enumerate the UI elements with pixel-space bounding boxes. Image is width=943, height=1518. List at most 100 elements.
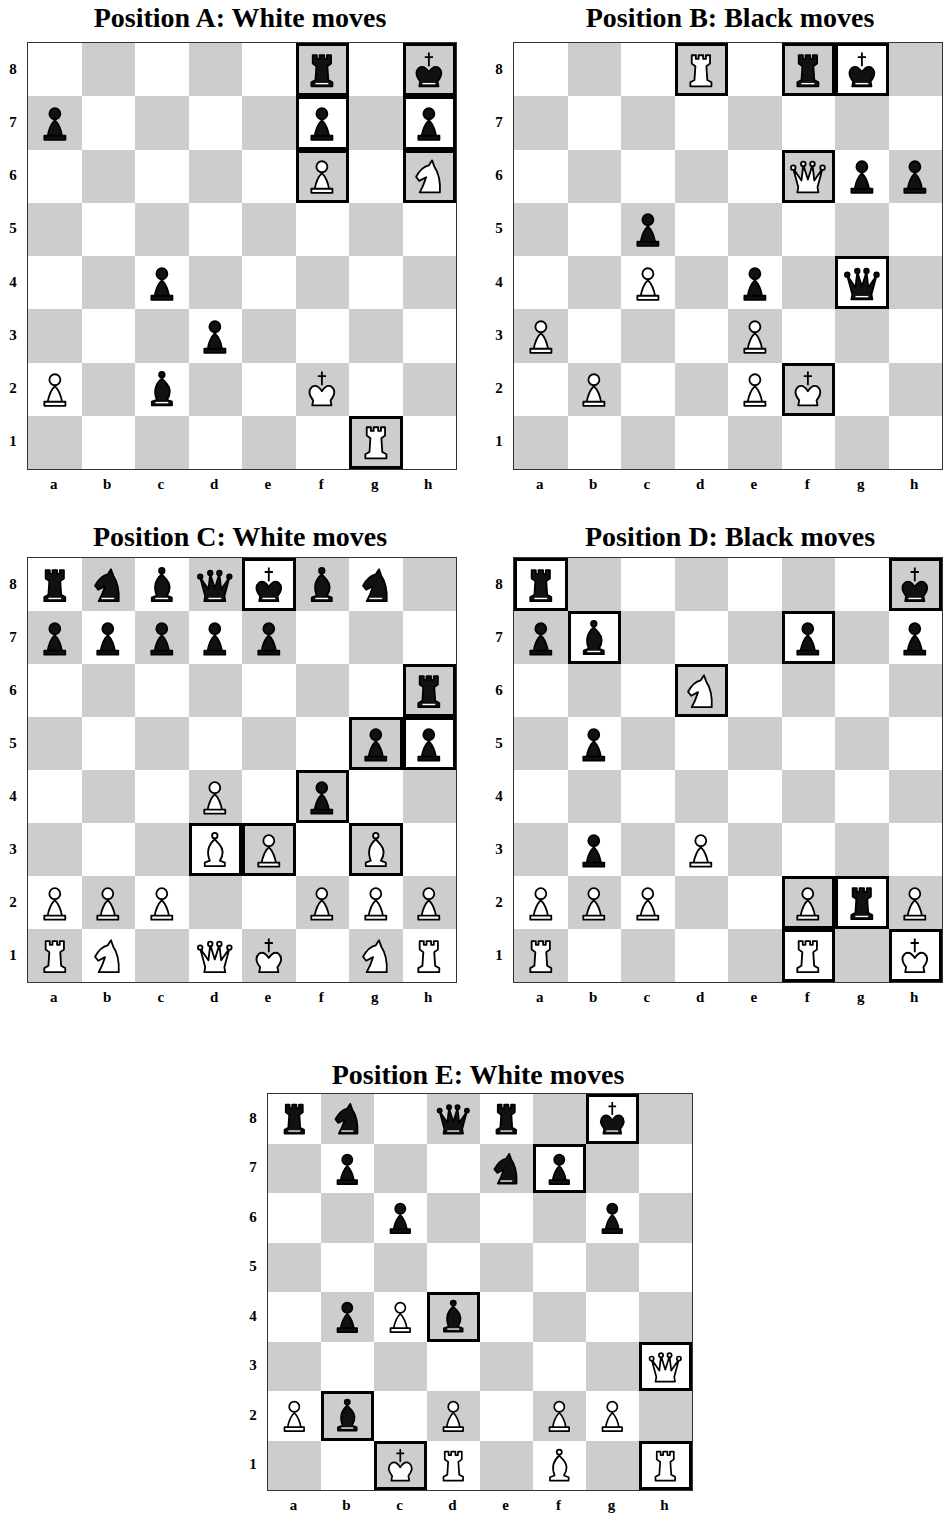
board-square — [621, 203, 675, 256]
chess-piece — [785, 880, 831, 926]
chess-piece — [85, 933, 131, 979]
board-square — [135, 309, 189, 362]
board-square — [403, 150, 457, 203]
board-square — [296, 43, 350, 96]
board-square — [82, 823, 136, 876]
board-square — [514, 256, 568, 309]
board-square — [889, 770, 943, 823]
file-letter: a — [50, 989, 58, 1006]
chess-piece — [326, 1097, 369, 1140]
board-square — [675, 664, 729, 717]
chess-piece — [326, 1394, 369, 1437]
chess-piece — [379, 1295, 422, 1338]
board-square — [268, 1144, 321, 1194]
board-square — [568, 363, 622, 416]
board-square — [427, 1144, 480, 1194]
board-square — [242, 43, 296, 96]
board-square — [82, 664, 136, 717]
board-square — [349, 664, 403, 717]
chess-piece — [246, 562, 292, 608]
file-letter: b — [589, 476, 597, 493]
board-square — [782, 664, 836, 717]
chess-piece — [406, 153, 452, 199]
board-square — [675, 558, 729, 611]
board-square — [586, 1144, 639, 1194]
chess-piece — [299, 880, 345, 926]
board-square — [189, 558, 243, 611]
board-square — [728, 43, 782, 96]
board-square — [568, 96, 622, 149]
board-square — [403, 363, 457, 416]
board-square — [374, 1243, 427, 1293]
rank-number: 1 — [9, 946, 17, 963]
position-title: Position C: White moves — [93, 521, 387, 553]
board-square — [135, 150, 189, 203]
board-square — [28, 96, 82, 149]
chess-piece — [432, 1394, 475, 1437]
board-square — [321, 1391, 374, 1441]
chess-piece — [32, 933, 78, 979]
board-square — [480, 1193, 533, 1243]
board-square — [135, 96, 189, 149]
board-square — [189, 43, 243, 96]
board-square — [621, 770, 675, 823]
board-square — [568, 876, 622, 929]
chess-piece — [192, 933, 238, 979]
board-square — [782, 876, 836, 929]
board-square — [189, 96, 243, 149]
chess-piece — [353, 880, 399, 926]
board-square — [835, 203, 889, 256]
rank-number: 3 — [495, 840, 503, 857]
board-square — [135, 929, 189, 982]
rank-number: 8 — [9, 575, 17, 592]
chess-piece — [785, 366, 831, 412]
file-letter: b — [342, 1497, 350, 1514]
file-letter: g — [371, 476, 379, 493]
board-square — [403, 664, 457, 717]
board-square — [514, 823, 568, 876]
chess-piece — [192, 562, 238, 608]
board-square — [296, 611, 350, 664]
board-square — [514, 611, 568, 664]
board-square — [403, 309, 457, 362]
file-letter: c — [643, 989, 650, 1006]
file-letter: g — [371, 989, 379, 1006]
rank-number: 1 — [495, 946, 503, 963]
board-square — [189, 929, 243, 982]
chess-piece — [432, 1444, 475, 1487]
position-title: Position B: Black moves — [586, 2, 875, 34]
board-square — [349, 558, 403, 611]
board-square — [403, 823, 457, 876]
file-letter: a — [50, 476, 58, 493]
board-square — [889, 611, 943, 664]
board-square — [514, 664, 568, 717]
board-square — [427, 1243, 480, 1293]
board-square — [728, 150, 782, 203]
rank-number: 4 — [9, 787, 17, 804]
board-square — [135, 717, 189, 770]
board-square — [403, 203, 457, 256]
board-square — [889, 823, 943, 876]
board-square — [242, 203, 296, 256]
board-square — [242, 717, 296, 770]
file-letter: e — [264, 476, 271, 493]
rank-number: 6 — [495, 167, 503, 184]
board-square — [621, 929, 675, 982]
chess-piece — [273, 1394, 316, 1437]
rank-number: 5 — [249, 1258, 257, 1275]
board-square — [639, 1391, 692, 1441]
chess-piece — [785, 153, 831, 199]
rank-number: 4 — [495, 787, 503, 804]
board-square — [889, 929, 943, 982]
board-square — [349, 876, 403, 929]
file-letter: d — [210, 989, 218, 1006]
chess-piece — [571, 366, 617, 412]
chess-board — [27, 557, 457, 983]
board-square — [514, 770, 568, 823]
board-square — [675, 150, 729, 203]
board-square — [242, 363, 296, 416]
board-square — [349, 823, 403, 876]
board-square — [728, 558, 782, 611]
board-square — [135, 203, 189, 256]
board-square — [82, 558, 136, 611]
